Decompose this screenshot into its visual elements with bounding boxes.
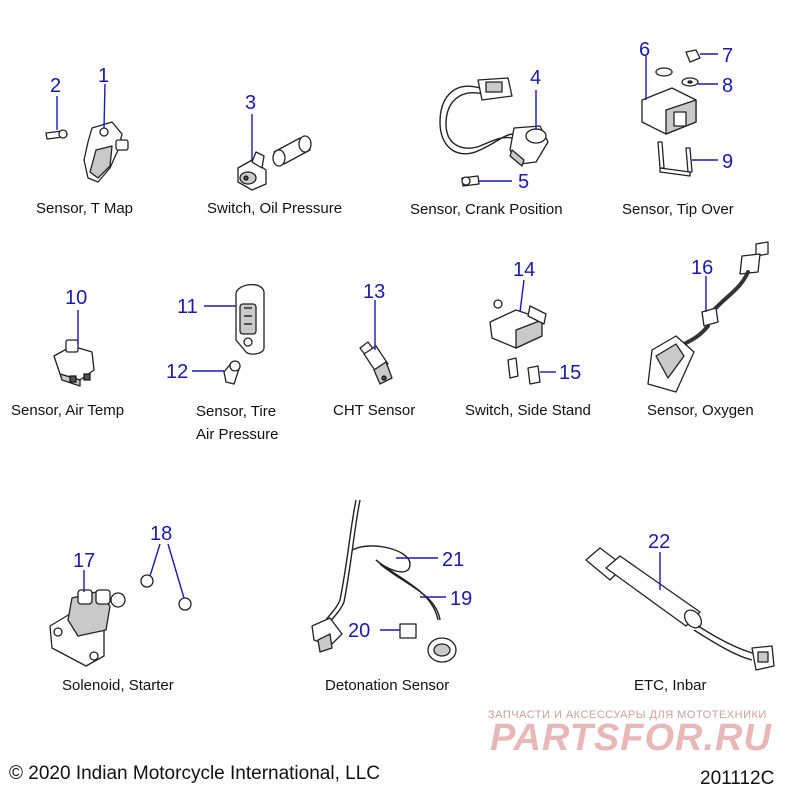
t-map-sensor-illustration (45, 121, 129, 183)
callout-13: 13 (363, 281, 385, 303)
callout-11: 11 (177, 296, 198, 318)
crank-position-sensor-group: 4 5 Sensor, Crank Position (410, 67, 563, 218)
starter-solenoid-group: 17 18 Solenoid, Starter (49, 523, 192, 694)
callout-1: 1 (98, 65, 109, 87)
cht-sensor-group: 13 CHT Sensor (333, 281, 415, 419)
callout-5: 5 (518, 171, 529, 193)
crank-position-sensor-illustration (439, 77, 549, 187)
air-temp-sensor-group: 10 Sensor, Air Temp (11, 287, 124, 419)
callout-20: 20 (348, 620, 370, 642)
caption-crank-position-sensor: Sensor, Crank Position (410, 201, 563, 218)
caption-side-stand-switch: Switch, Side Stand (465, 402, 591, 419)
caption-starter-solenoid: Solenoid, Starter (62, 677, 174, 694)
document-number: 201112C (700, 768, 774, 789)
tire-pressure-sensor-illustration (223, 284, 265, 385)
caption-air-temp-sensor: Sensor, Air Temp (11, 402, 124, 419)
cht-sensor-illustration (359, 341, 393, 385)
watermark: ЗАПЧАСТИ И АКСЕССУАРЫ ДЛЯ МОТОТЕХНИКИ PA… (488, 709, 772, 759)
callout-22: 22 (648, 531, 670, 553)
callout-16: 16 (691, 257, 713, 279)
tire-pressure-sensor-group: 11 12 Sensor, Tire Air Pressure (166, 284, 279, 443)
caption-oxygen-sensor: Sensor, Oxygen (647, 402, 754, 419)
caption-t-map-sensor: Sensor, T Map (36, 200, 133, 217)
starter-solenoid-illustration (49, 574, 192, 667)
callout-4: 4 (530, 67, 541, 89)
callout-17: 17 (73, 550, 95, 572)
oxygen-sensor-group: 16 Sensor, Oxygen (647, 241, 769, 419)
copyright-text: © 2020 Indian Motorcycle International, … (9, 763, 380, 784)
tip-over-sensor-group: 6 7 8 9 Sensor, Tip Over (622, 39, 734, 218)
callout-9: 9 (722, 151, 733, 173)
caption-tip-over-sensor: Sensor, Tip Over (622, 201, 734, 218)
tip-over-sensor-illustration (641, 49, 701, 177)
callout-6: 6 (639, 39, 650, 61)
callout-3: 3 (245, 92, 256, 114)
etc-inbar-group: 22 ETC, Inbar (585, 531, 775, 694)
side-stand-switch-group: 14 15 Switch, Side Stand (465, 259, 591, 419)
side-stand-switch-illustration (489, 299, 547, 385)
caption-tire-pressure-sensor-line2: Air Pressure (196, 426, 279, 443)
callout-19: 19 (450, 588, 472, 610)
oil-pressure-switch-group: 3 Switch, Oil Pressure (207, 92, 342, 217)
t-map-sensor-group: 1 2 Sensor, T Map (36, 65, 133, 217)
caption-oil-pressure-switch: Switch, Oil Pressure (207, 200, 342, 217)
caption-cht-sensor: CHT Sensor (333, 402, 415, 419)
callout-12: 12 (166, 361, 188, 383)
callout-21: 21 (442, 549, 464, 571)
watermark-brand: PARTSFOR.RU (490, 717, 772, 759)
callout-14: 14 (513, 259, 535, 281)
callout-7: 7 (722, 45, 733, 67)
watermark-tagline: ЗАПЧАСТИ И АКСЕССУАРЫ ДЛЯ МОТОТЕХНИКИ (488, 709, 767, 721)
oxygen-sensor-illustration (647, 241, 769, 393)
callout-8: 8 (722, 75, 733, 97)
caption-detonation-sensor: Detonation Sensor (325, 677, 449, 694)
callout-10: 10 (65, 287, 87, 309)
caption-etc-inbar: ETC, Inbar (634, 677, 707, 694)
detonation-sensor-group: 21 19 20 Detonation Sensor (311, 499, 472, 694)
etc-inbar-illustration (585, 547, 775, 671)
detonation-sensor-illustration (311, 499, 457, 663)
caption-tire-pressure-sensor-line1: Sensor, Tire (196, 403, 276, 420)
air-temp-sensor-illustration (53, 339, 95, 387)
callout-2: 2 (50, 75, 61, 97)
callout-15: 15 (559, 362, 581, 384)
oil-pressure-switch-illustration (237, 135, 312, 191)
callout-18: 18 (150, 523, 172, 545)
